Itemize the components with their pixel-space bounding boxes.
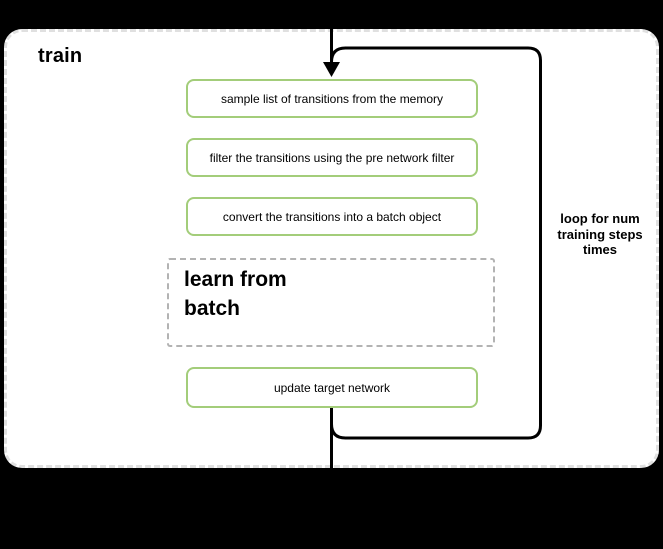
- train-title: train: [38, 45, 83, 67]
- step-label: filter the transitions using the pre net…: [209, 150, 455, 165]
- step-box-sample-transitions: sample list of transitions from the memo…: [186, 79, 478, 118]
- step-box-convert-batch: convert the transitions into a batch obj…: [186, 197, 478, 236]
- loop-annotation: loop for num training steps times: [540, 211, 660, 258]
- step-label: update target network: [273, 380, 391, 395]
- loop-annotation-line: loop for num: [560, 211, 640, 226]
- step-box-update-target-network: update target network: [186, 367, 478, 408]
- step-box-filter-transitions: filter the transitions using the pre net…: [186, 138, 478, 177]
- loop-annotation-line: training steps: [557, 226, 643, 242]
- subprocess-box-learn-from-batch: learn from batch: [167, 258, 495, 347]
- step-label: sample list of transitions from the memo…: [220, 91, 444, 106]
- subprocess-label-line: learn from: [184, 268, 287, 291]
- subprocess-label-line: batch: [184, 297, 241, 320]
- step-label: convert the transitions into a batch obj…: [222, 209, 442, 224]
- loop-annotation-line: times: [583, 242, 617, 257]
